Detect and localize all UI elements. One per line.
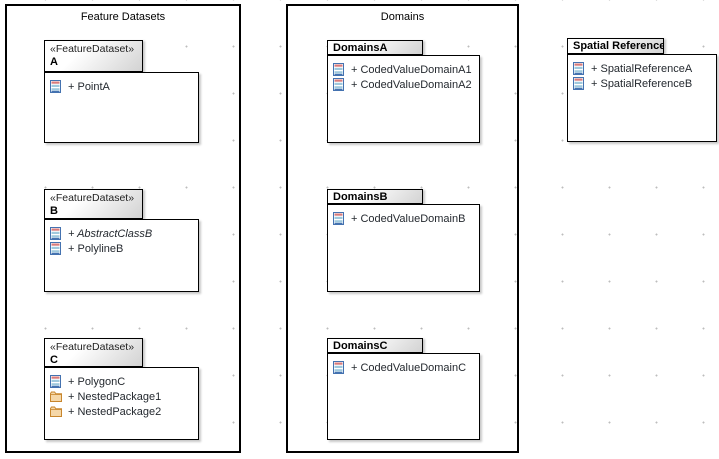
element-label: + PointA [68, 80, 110, 93]
element-label: + CodedValueDomainA1 [351, 63, 472, 76]
package-body[interactable]: + CodedValueDomainC [327, 353, 480, 440]
element-point-a[interactable]: + PointA [45, 79, 198, 94]
package-body[interactable]: + CodedValueDomainB [327, 204, 480, 292]
package-tab[interactable]: Spatial References [567, 38, 664, 54]
element-polygon-c[interactable]: + PolygonC [45, 374, 198, 389]
package-feature-dataset-b[interactable]: «FeatureDataset» B + AbstractClassB + Po… [44, 189, 199, 292]
table-icon [573, 62, 585, 75]
table-icon [333, 361, 345, 374]
package-name: Spatial References [573, 40, 664, 52]
package-body[interactable]: + AbstractClassB + PolylineB [44, 219, 199, 292]
element-label: + NestedPackage2 [68, 405, 162, 418]
element-label: + AbstractClassB [68, 227, 153, 240]
table-icon [333, 63, 345, 76]
table-icon [333, 78, 345, 91]
folder-icon [50, 406, 62, 417]
package-tab[interactable]: «FeatureDataset» C [44, 338, 143, 367]
package-body[interactable]: + CodedValueDomainA1 + CodedValueDomainA… [327, 55, 480, 143]
package-spatial-references[interactable]: Spatial References + SpatialReferenceA +… [567, 38, 717, 142]
package-name: DomainsB [333, 191, 388, 203]
package-name: DomainsC [333, 340, 388, 352]
element-label: + CodedValueDomainA2 [351, 78, 472, 91]
package-body[interactable]: + PointA [44, 72, 199, 143]
element-coded-value-domain-a2[interactable]: + CodedValueDomainA2 [328, 77, 479, 92]
element-label: + NestedPackage1 [68, 390, 162, 403]
boundary-feature-datasets[interactable]: Feature Datasets [5, 4, 241, 453]
package-feature-dataset-c[interactable]: «FeatureDataset» C + PolygonC + NestedPa… [44, 338, 199, 440]
element-coded-value-domain-a1[interactable]: + CodedValueDomainA1 [328, 62, 479, 77]
package-feature-dataset-a[interactable]: «FeatureDataset» A + PointA [44, 40, 199, 143]
element-label: + SpatialReferenceA [591, 62, 693, 75]
package-body[interactable]: + PolygonC + NestedPackage1 + NestedPack… [44, 367, 199, 440]
package-domains-a[interactable]: DomainsA + CodedValueDomainA1 + CodedVal… [327, 40, 480, 143]
package-name: DomainsA [333, 42, 388, 54]
package-name: C [50, 354, 58, 366]
table-icon [333, 212, 345, 225]
table-icon [573, 77, 585, 90]
element-spatial-reference-b[interactable]: + SpatialReferenceB [568, 76, 716, 91]
element-polyline-b[interactable]: + PolylineB [45, 241, 198, 256]
package-tab[interactable]: DomainsA [327, 40, 423, 55]
element-nested-package-2[interactable]: + NestedPackage2 [45, 404, 198, 419]
boundary-title-feature-datasets: Feature Datasets [80, 11, 166, 23]
package-tab[interactable]: «FeatureDataset» B [44, 189, 143, 219]
package-name: B [50, 205, 58, 217]
element-coded-value-domain-b[interactable]: + CodedValueDomainB [328, 211, 479, 226]
package-body[interactable]: + SpatialReferenceA + SpatialReferenceB [567, 54, 717, 142]
package-tab[interactable]: DomainsB [327, 189, 423, 204]
element-label: + CodedValueDomainB [351, 212, 466, 225]
element-spatial-reference-a[interactable]: + SpatialReferenceA [568, 61, 716, 76]
table-icon [50, 242, 62, 255]
package-domains-b[interactable]: DomainsB + CodedValueDomainB [327, 189, 480, 292]
table-icon [50, 375, 62, 388]
table-icon [50, 227, 62, 240]
element-nested-package-1[interactable]: + NestedPackage1 [45, 389, 198, 404]
boundary-domains[interactable]: Domains [286, 4, 519, 453]
folder-icon [50, 391, 62, 402]
element-label: + PolylineB [68, 242, 124, 255]
element-label: + PolygonC [68, 375, 126, 388]
table-icon [50, 80, 62, 93]
element-label: + SpatialReferenceB [591, 77, 693, 90]
package-domains-c[interactable]: DomainsC + CodedValueDomainC [327, 338, 480, 440]
stereotype-label: «FeatureDataset» [50, 341, 135, 353]
stereotype-label: «FeatureDataset» [50, 192, 135, 204]
stereotype-label: «FeatureDataset» [50, 43, 135, 55]
element-coded-value-domain-c[interactable]: + CodedValueDomainC [328, 360, 479, 375]
element-abstract-class-b[interactable]: + AbstractClassB [45, 226, 198, 241]
boundary-title-domains: Domains [380, 11, 425, 23]
package-tab[interactable]: DomainsC [327, 338, 423, 353]
package-tab[interactable]: «FeatureDataset» A [44, 40, 143, 72]
element-label: + CodedValueDomainC [351, 361, 467, 374]
package-name: A [50, 56, 58, 68]
